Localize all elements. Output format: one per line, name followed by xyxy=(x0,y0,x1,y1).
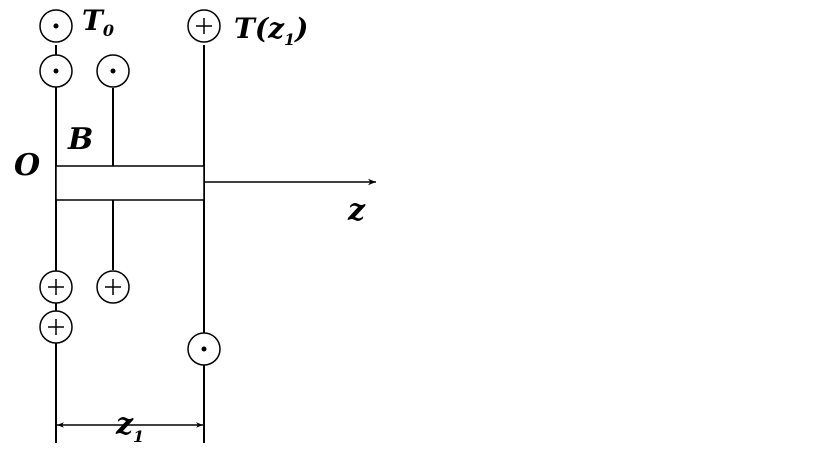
label-T0-main: T xyxy=(82,4,105,37)
label-Tz1-close: ) xyxy=(293,12,308,45)
plus-symbol-top-right xyxy=(187,9,221,43)
label-z1-main: z xyxy=(115,407,134,442)
plus-symbol-middle-lower xyxy=(96,270,130,304)
label-Tz1-sub: 1 xyxy=(284,30,295,49)
plus-symbol-left-lower-2 xyxy=(39,310,73,344)
label-T0: T0 xyxy=(82,4,114,40)
label-z1-dimension: z1 xyxy=(115,407,144,446)
label-B: B xyxy=(67,122,93,157)
dot-symbol-right-bottom xyxy=(187,332,221,366)
label-origin: O xyxy=(14,148,40,183)
dot-symbol-top-left xyxy=(39,9,73,43)
dot-symbol-left-second xyxy=(39,54,73,88)
plus-symbol-left-lower-1 xyxy=(39,270,73,304)
label-Tz1: T(z1) xyxy=(234,12,308,49)
label-Tz1-main: T(z xyxy=(234,12,285,45)
label-T0-sub: 0 xyxy=(103,21,114,40)
label-z-axis: z xyxy=(347,193,366,228)
dot-symbol-middle xyxy=(96,54,130,88)
beam-rect xyxy=(55,165,205,201)
label-z1-sub: 1 xyxy=(133,427,144,446)
